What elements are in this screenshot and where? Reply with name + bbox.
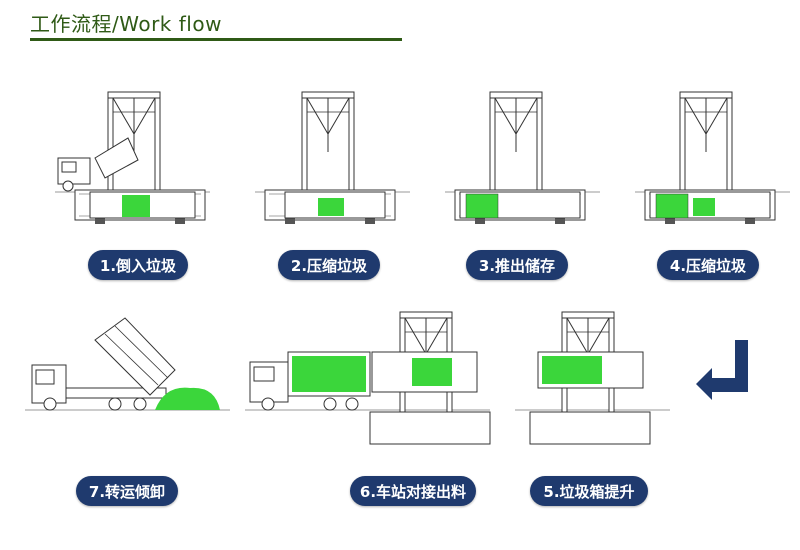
- page-title: 工作流程/Work flow: [30, 12, 222, 36]
- step-label-2: 2.压缩垃圾: [278, 250, 380, 280]
- step-label-3: 3.推出储存: [466, 250, 568, 280]
- title-underline: [30, 38, 402, 41]
- step3-illustration: [445, 91, 600, 225]
- step-label-5: 5.垃圾箱提升: [530, 476, 648, 506]
- step-label-7: 7.转运倾卸: [76, 476, 178, 506]
- step1-illustration: [55, 91, 210, 225]
- step-label-6: 6.车站对接出料: [350, 476, 476, 506]
- step6-illustration: [245, 311, 491, 445]
- step5-illustration: [515, 311, 670, 445]
- direction-arrow-icon: [696, 340, 748, 400]
- step7-illustration: [25, 317, 230, 411]
- step2-illustration: [255, 91, 410, 225]
- step-label-1: 1.倒入垃圾: [88, 250, 188, 280]
- step-label-4: 4.压缩垃圾: [657, 250, 759, 280]
- step4-illustration: [635, 91, 790, 225]
